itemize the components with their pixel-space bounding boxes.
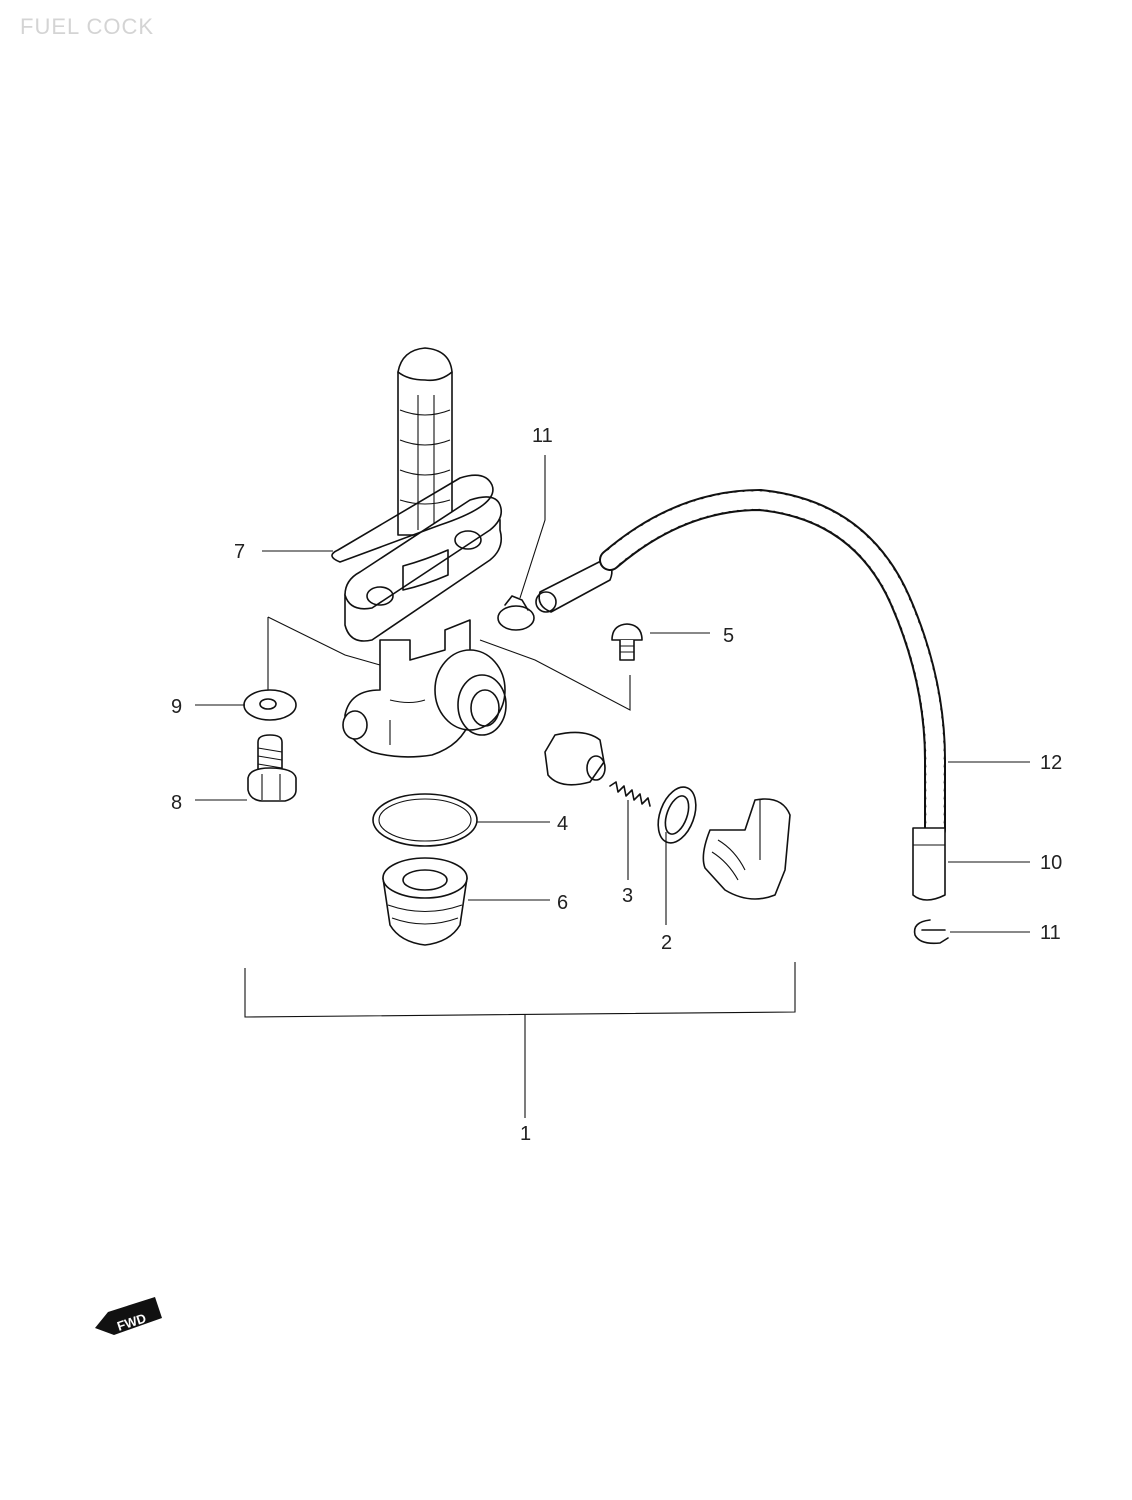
callout-1: 1	[520, 1123, 531, 1145]
o-ring-part-4	[372, 793, 478, 847]
callout-12: 12	[1040, 752, 1062, 774]
callout-6: 6	[557, 892, 568, 914]
bolt-part-8	[247, 734, 297, 802]
callout-10: 10	[1040, 852, 1062, 874]
washer-part-9	[243, 689, 297, 721]
seal-part-2	[657, 786, 697, 844]
callout-8: 8	[171, 792, 182, 814]
callout-11-top: 11	[532, 425, 553, 447]
fwd-direction-badge: FWD	[95, 1297, 162, 1335]
page-title: FUEL COCK	[20, 14, 155, 39]
lever-knob	[702, 798, 791, 900]
screw-part-5	[611, 623, 643, 661]
callout-11-bottom: 11	[1040, 922, 1061, 944]
callout-4: 4	[557, 813, 568, 835]
callout-2: 2	[661, 932, 672, 954]
gasket-part-7	[331, 474, 494, 563]
cup-part-6	[382, 857, 468, 946]
hose-part-12	[535, 489, 946, 901]
guide-lines	[244, 616, 796, 1118]
clip-part-11-bottom	[913, 919, 949, 945]
clip-part-11-top	[497, 595, 535, 631]
valve-cap	[544, 731, 606, 786]
callout-9: 9	[171, 696, 182, 718]
callout-5: 5	[723, 625, 734, 647]
callout-3: 3	[622, 885, 633, 907]
spring-part-3	[609, 781, 651, 807]
fuel-cock-body	[342, 347, 507, 758]
leader-lines	[195, 455, 1030, 933]
callout-7: 7	[234, 541, 245, 563]
callout-labels: 1 2 3 4 5 6 7 8 9 10 11 11 12	[171, 425, 1062, 1145]
